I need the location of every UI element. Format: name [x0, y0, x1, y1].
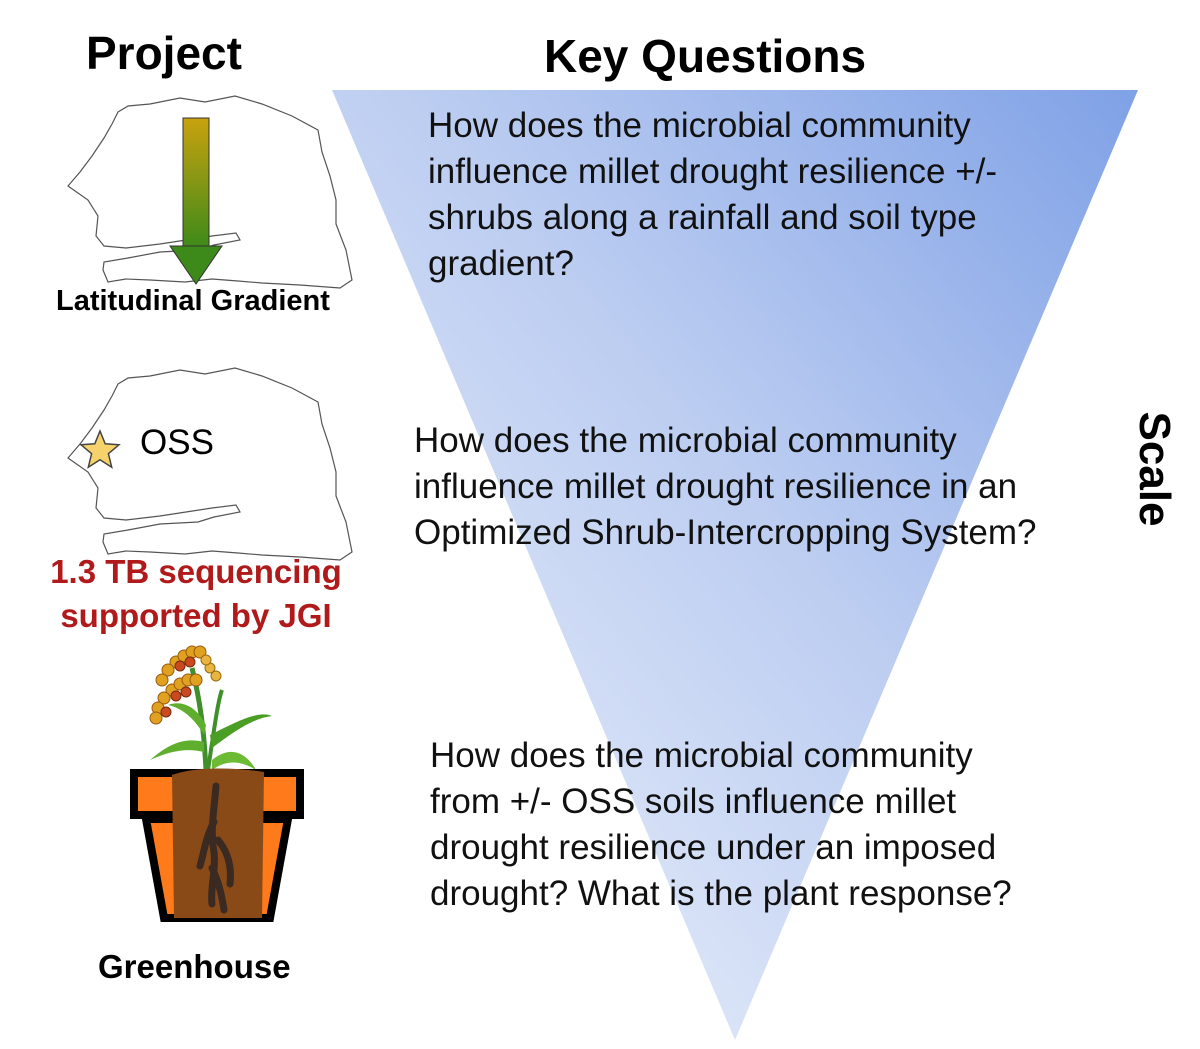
roots	[196, 782, 234, 914]
scale-funnel-triangle	[332, 90, 1138, 1040]
latitudinal-arrow	[169, 117, 223, 285]
question-2-line-1: How does the microbial community	[414, 421, 957, 460]
question-3-line-2: from +/- OSS soils influence millet	[430, 782, 957, 821]
question-latitudinal: How does the microbial community influen…	[428, 103, 997, 287]
key-questions-heading: Key Questions	[544, 30, 867, 82]
oss-site-label: OSS	[140, 423, 214, 462]
oss-site-star-icon	[79, 429, 121, 469]
question-1-line-3: shrubs along a rainfall and soil type	[428, 198, 977, 237]
project-column-heading: Project	[86, 27, 242, 79]
greenhouse-pot-icon	[130, 768, 304, 922]
jgi-note-line-1: 1.3 TB sequencing	[50, 553, 342, 590]
question-1-line-4: gradient?	[428, 244, 574, 283]
question-greenhouse: How does the microbial community from +/…	[430, 733, 1012, 917]
question-3-line-1: How does the microbial community	[430, 736, 973, 775]
jgi-sequencing-note: 1.3 TB sequencing supported by JGI	[26, 550, 366, 638]
scale-axis-label: Scale	[1130, 411, 1179, 527]
millet-plant-icon	[149, 645, 272, 771]
latitudinal-gradient-label: Latitudinal Gradient	[56, 285, 330, 317]
question-2-line-2: influence millet drought resilience in a…	[414, 467, 1018, 506]
question-2-line-3: Optimized Shrub-Intercropping System?	[414, 513, 1037, 552]
map-outline-gradient	[67, 95, 353, 289]
question-1-line-1: How does the microbial community	[428, 106, 971, 145]
jgi-note-line-2: supported by JGI	[60, 597, 332, 634]
map-outline-oss	[67, 367, 353, 561]
question-3-line-3: drought resilience under an imposed	[430, 828, 997, 867]
question-1-line-2: influence millet drought resilience +/-	[428, 152, 998, 191]
greenhouse-label: Greenhouse	[98, 948, 291, 985]
question-3-line-4: drought? What is the plant response?	[430, 874, 1012, 913]
question-oss: How does the microbial community influen…	[414, 418, 1037, 556]
